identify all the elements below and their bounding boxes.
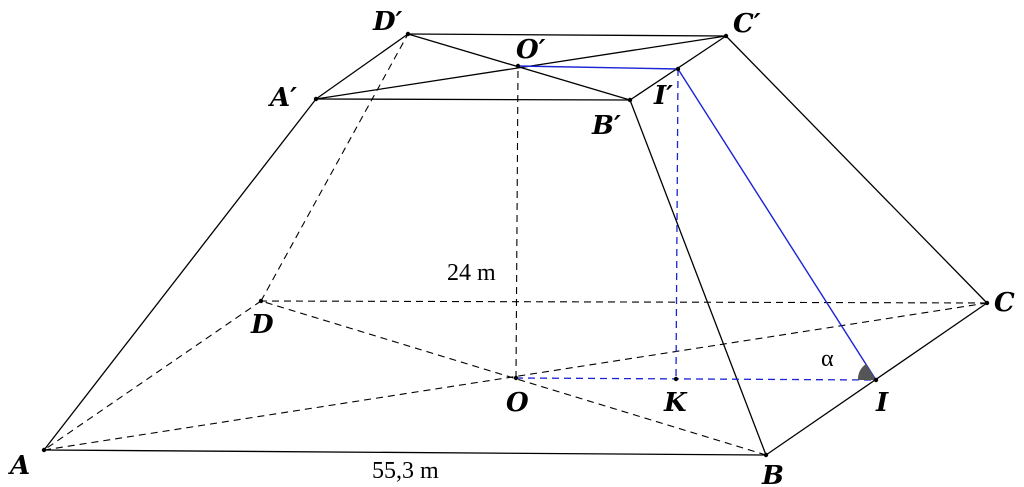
base-edge-label: 55,3 m: [372, 458, 439, 484]
edge-CD: [260, 300, 988, 304]
edge-B-B1: [629, 99, 767, 456]
label-A1: A′: [267, 83, 297, 113]
label-O: O: [506, 388, 529, 418]
edge-D-D1: [260, 33, 409, 302]
diagonal-AC: [43, 302, 988, 451]
vertex-dots: [41, 31, 990, 458]
edge-C1-D1: [407, 33, 727, 37]
edge-DA: [43, 300, 262, 451]
edge-A1-B1: [315, 98, 631, 101]
label-B: B: [761, 461, 784, 487]
label-O1: O′: [516, 35, 546, 65]
label-C1: C′: [733, 9, 761, 39]
edge-C-C1: [725, 35, 988, 304]
angle-alpha-label: α: [821, 346, 834, 372]
apothem-I1-I: [677, 68, 877, 381]
segment-O-I: [515, 377, 877, 381]
label-D1: D′: [372, 7, 403, 37]
segment-O1-I1: [517, 65, 679, 70]
label-K: K: [663, 388, 688, 418]
label-D: D: [250, 310, 274, 340]
label-A: A: [7, 451, 30, 481]
label-I1: I′: [653, 81, 673, 111]
height-O-O1: [515, 65, 519, 379]
label-I: I: [875, 388, 889, 418]
segment-I1-K: [675, 68, 679, 380]
label-C: C: [994, 288, 1015, 318]
edge-AB: [43, 449, 767, 456]
edge-A-A1: [43, 98, 317, 451]
label-B1: B′: [591, 111, 621, 141]
angle-alpha-marker: [857, 364, 876, 380]
edge-D1-A1: [315, 33, 409, 100]
diagonal-BD: [260, 300, 767, 456]
height-label: 24 m: [447, 260, 496, 286]
